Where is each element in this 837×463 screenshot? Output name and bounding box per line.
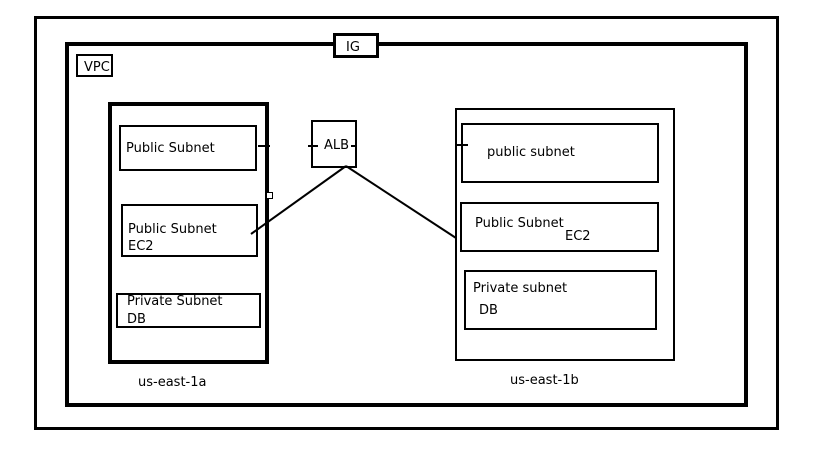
vpc-label: VPC (84, 60, 110, 75)
zone-b-ec2-label: EC2 (565, 229, 591, 244)
alb-to-zone-a-ec2-link (250, 165, 347, 235)
zone-a-public-subnet-ec2-label: Public Subnet (128, 222, 217, 237)
zone-b-public-subnet-ec2 (460, 202, 659, 252)
zone-b-private-subnet-label: Private subnet (473, 281, 568, 296)
zone-a-ec2-label: EC2 (128, 239, 154, 254)
zone-b-private-subnet (464, 270, 657, 330)
availability-zone-a (108, 102, 269, 364)
zone-b-db-label: DB (479, 303, 498, 318)
zone-a-public-subnet-label: Public Subnet (126, 141, 215, 156)
availability-zone-a-label: us-east-1a (138, 375, 207, 390)
zone-b-public-subnet (461, 123, 659, 183)
internet-gateway-label: IG (346, 40, 360, 55)
outer-frame (34, 16, 779, 430)
connector-handle (266, 192, 273, 199)
alb-box (311, 120, 357, 168)
vpc-label-box (76, 54, 113, 77)
zone-b-public-subnet-label: public subnet (487, 145, 575, 160)
zone-b-public-subnet-ec2-label: Public Subnet (475, 216, 564, 231)
availability-zone-b-label: us-east-1b (510, 373, 579, 388)
zone-a-private-subnet (116, 293, 261, 328)
vpc-boundary (65, 42, 748, 407)
zone-a-db-label: DB (127, 312, 146, 327)
availability-zone-b (455, 108, 675, 361)
internet-gateway-box (333, 33, 379, 58)
zone-a-private-subnet-label: Private Subnet (127, 294, 223, 309)
alb-to-zone-b-link (345, 165, 457, 239)
alb-label: ALB (324, 138, 350, 153)
zone-a-public-subnet (119, 125, 257, 171)
